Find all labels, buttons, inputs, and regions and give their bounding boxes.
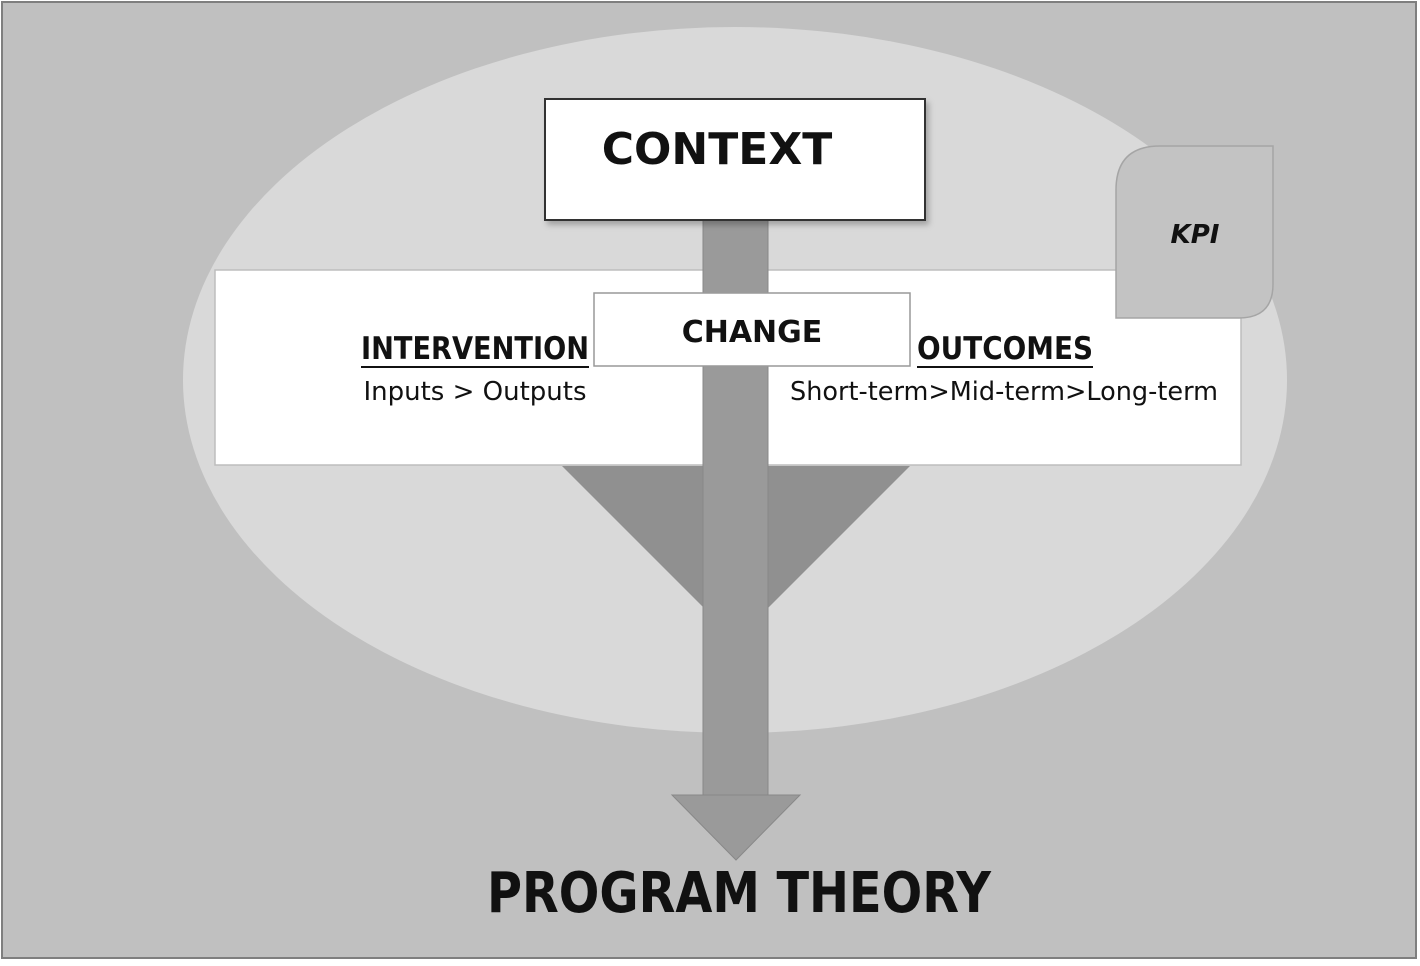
outcomes-title: OUTCOMES xyxy=(917,331,1093,367)
program-theory-label: PROGRAM THEORY xyxy=(487,861,992,926)
context-box xyxy=(544,98,926,221)
change-box xyxy=(593,292,911,367)
outcomes-subtitle: Short-term>Mid-term>Long-term xyxy=(790,377,1218,407)
kpi-label: KPI xyxy=(1171,220,1220,250)
kpi-box xyxy=(1115,145,1274,319)
context-label: CONTEXT xyxy=(602,124,833,175)
intervention-title: INTERVENTION xyxy=(361,331,589,367)
arrow-head xyxy=(670,794,802,861)
change-label: CHANGE xyxy=(682,315,823,350)
intervention-subtitle: Inputs > Outputs xyxy=(363,377,586,407)
